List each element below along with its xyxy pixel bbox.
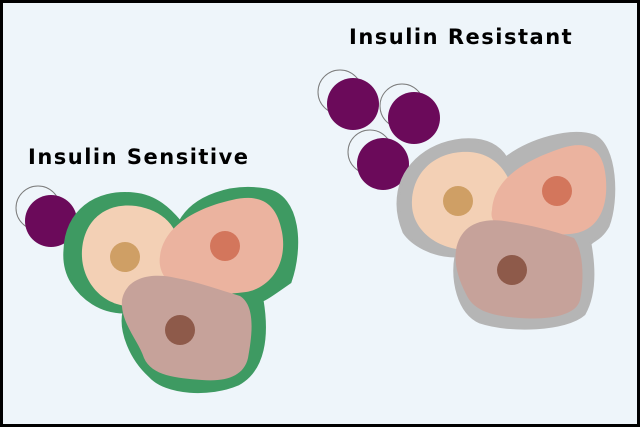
insulin-molecule: [347, 129, 409, 190]
nucleus: [497, 255, 527, 285]
insulin-molecule: [15, 185, 77, 247]
nucleus: [542, 176, 572, 206]
insulin-molecule-body: [388, 92, 440, 144]
nucleus: [165, 315, 195, 345]
insulin-molecule-body: [357, 138, 409, 190]
insulin-molecule: [379, 83, 440, 144]
cell-salmon-sensitive: [159, 197, 284, 294]
cell-mauve-sensitive: [121, 275, 252, 381]
cell-salmon-resistant: [491, 145, 607, 235]
insulin-molecule-body: [25, 195, 77, 247]
insulin-resistant-label: Insulin Resistant: [349, 25, 574, 49]
insulin-sensitive-group: [15, 185, 299, 394]
cell-mauve-resistant: [455, 220, 583, 319]
nucleus: [443, 186, 473, 216]
nucleus: [210, 231, 240, 261]
insulin-molecule-body: [327, 78, 379, 130]
insulin-sensitive-label: Insulin Sensitive: [28, 145, 250, 169]
insulin-resistant-group: [317, 69, 616, 330]
nucleus: [110, 242, 140, 272]
insulin-molecule: [317, 69, 379, 130]
